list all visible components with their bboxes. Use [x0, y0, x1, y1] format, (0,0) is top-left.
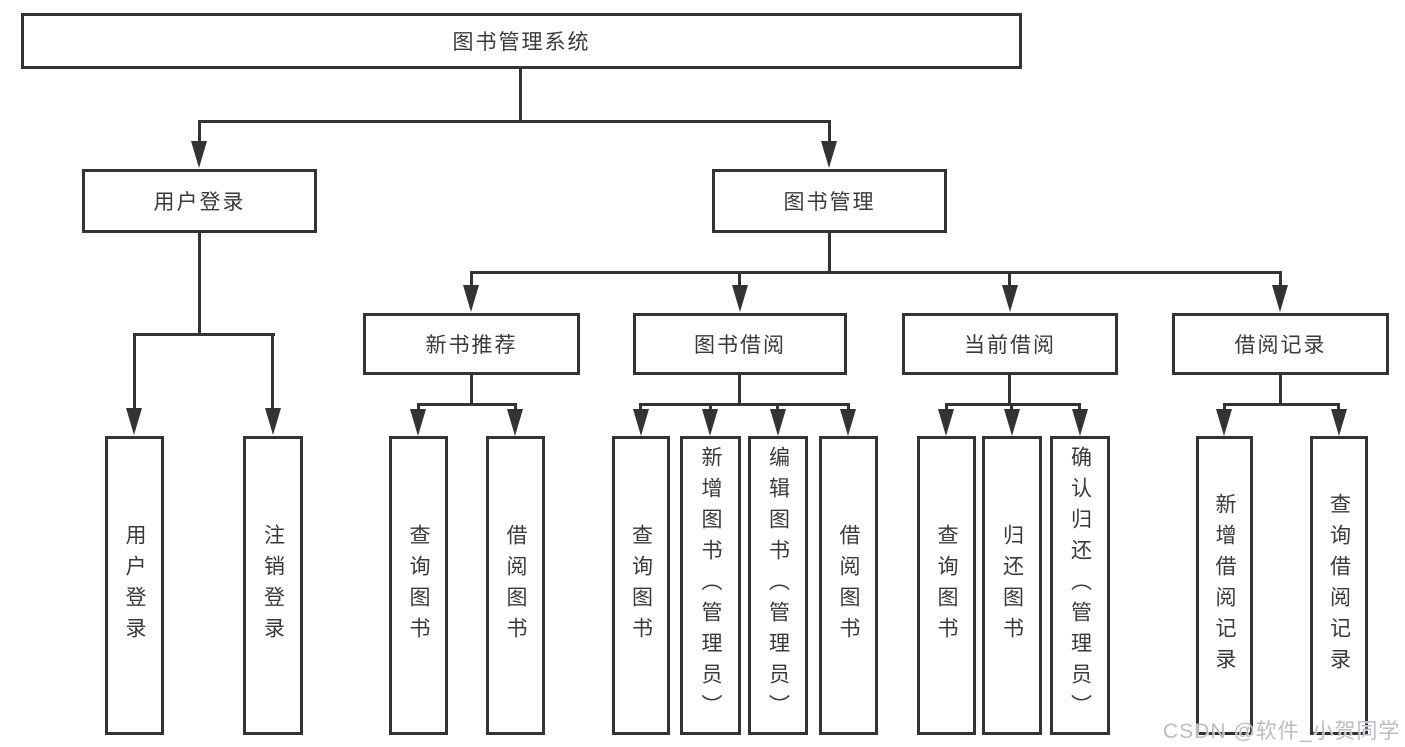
connector-new-book-rec-trunk [470, 375, 473, 405]
node-book-mgmt-label: 图书管理 [783, 191, 876, 214]
connector-stub-current-borrow [1008, 271, 1011, 291]
leaf-borrow-book-rec-label: 借阅图书 [504, 523, 527, 648]
node-borrow-records: 借阅记录 [1172, 313, 1389, 375]
leaf-user-login-label: 用户登录 [123, 523, 146, 648]
connector-book-borrow-trunk [738, 375, 741, 405]
connector-stub-new-book-rec [470, 271, 473, 291]
leaf-query-book-rec: 查询图书 [389, 436, 448, 735]
leaf-borrow-book-borrow: 借阅图书 [819, 436, 878, 735]
leaf-logout-label: 注销登录 [261, 523, 285, 648]
node-root: 图书管理系统 [21, 13, 1022, 69]
leaf-query-book-rec-label: 查询图书 [407, 523, 430, 648]
leaf-query-borrow-record-label: 查询借阅记录 [1327, 492, 1351, 679]
node-book-borrow: 图书借阅 [633, 313, 847, 375]
node-current-borrow: 当前借阅 [902, 313, 1118, 375]
node-new-book-rec-label: 新书推荐 [425, 334, 518, 357]
node-new-book-rec: 新书推荐 [363, 313, 580, 375]
connector-stub-user-login [198, 120, 201, 150]
arrowhead-current-borrow [1002, 285, 1018, 312]
arrowhead-d1 [938, 409, 954, 436]
connector-stub-book-borrow [738, 271, 741, 291]
leaf-confirm-return-admin-label: 确认归还（管理员） [1068, 446, 1092, 725]
connector-stub-leaf-login [133, 333, 136, 413]
node-user-login: 用户登录 [82, 169, 317, 233]
connector-borrow-records-trunk [1279, 375, 1282, 405]
leaf-edit-book-admin-label: 编辑图书（管理员） [766, 446, 790, 725]
leaf-add-book-admin-label: 新增图书（管理员） [699, 446, 722, 725]
node-current-borrow-label: 当前借阅 [964, 334, 1056, 357]
arrowhead-leaf-logout [265, 408, 281, 435]
arrowhead-c4 [840, 409, 856, 436]
arrowhead-new-book-rec [463, 285, 479, 312]
connector-new-book-rec-bar [417, 403, 517, 406]
arrowhead-e1 [1216, 409, 1232, 436]
node-user-login-label: 用户登录 [153, 191, 246, 214]
leaf-confirm-return-admin: 确认归还（管理员） [1050, 436, 1110, 735]
arrowhead-c3 [770, 409, 786, 436]
leaf-query-book-borrow: 查询图书 [612, 436, 670, 735]
connector-book-mgmt-bar [470, 271, 1282, 274]
leaf-return-book: 归还图书 [982, 436, 1042, 735]
arrowhead-b2 [507, 409, 523, 436]
node-root-label: 图书管理系统 [452, 31, 591, 54]
connector-borrow-records-bar [1223, 403, 1340, 406]
arrowhead-d2 [1004, 409, 1020, 436]
node-borrow-records-label: 借阅记录 [1234, 334, 1327, 357]
arrowhead-c2 [702, 409, 718, 436]
connector-user-login-bar [133, 333, 275, 336]
arrowhead-d3 [1072, 409, 1088, 436]
leaf-add-book-admin: 新增图书（管理员） [680, 436, 741, 735]
leaf-user-login: 用户登录 [105, 436, 164, 735]
leaf-add-borrow-record-label: 新增借阅记录 [1213, 492, 1236, 679]
leaf-add-borrow-record: 新增借阅记录 [1196, 436, 1253, 735]
leaf-logout: 注销登录 [243, 436, 303, 735]
leaf-return-book-label: 归还图书 [1000, 523, 1024, 648]
connector-stub-borrow-records [1279, 271, 1282, 291]
leaf-query-book-borrow-label: 查询图书 [629, 523, 653, 648]
connector-stub-leaf-logout [271, 333, 274, 413]
watermark: CSDN @软件_小贺同学 [1163, 720, 1401, 743]
leaf-query-borrow-record: 查询借阅记录 [1310, 436, 1368, 735]
connector-book-borrow-bar [639, 403, 850, 406]
leaf-query-book-current: 查询图书 [917, 436, 976, 735]
arrowhead-c1 [633, 409, 649, 436]
node-book-mgmt: 图书管理 [712, 169, 947, 233]
node-book-borrow-label: 图书借阅 [694, 334, 786, 357]
connector-root-bar [198, 120, 831, 123]
connector-root-trunk [519, 69, 522, 121]
arrowhead-borrow-records [1272, 285, 1288, 312]
leaf-query-book-current-label: 查询图书 [935, 523, 958, 648]
arrowhead-book-mgmt [821, 141, 837, 168]
connector-current-borrow-trunk [1008, 375, 1011, 405]
connector-user-login-trunk [198, 233, 201, 336]
leaf-borrow-book-borrow-label: 借阅图书 [837, 523, 860, 648]
connector-book-mgmt-trunk [828, 233, 831, 274]
leaf-edit-book-admin: 编辑图书（管理员） [748, 436, 808, 735]
arrowhead-e2 [1331, 409, 1347, 436]
arrowhead-leaf-login [126, 408, 142, 435]
connector-stub-book-mgmt [828, 120, 831, 150]
leaf-borrow-book-rec: 借阅图书 [486, 436, 545, 735]
arrowhead-book-borrow [732, 285, 748, 312]
connector-current-borrow-bar [945, 403, 1081, 406]
arrowhead-user-login [191, 141, 207, 168]
arrowhead-b1 [410, 409, 426, 436]
